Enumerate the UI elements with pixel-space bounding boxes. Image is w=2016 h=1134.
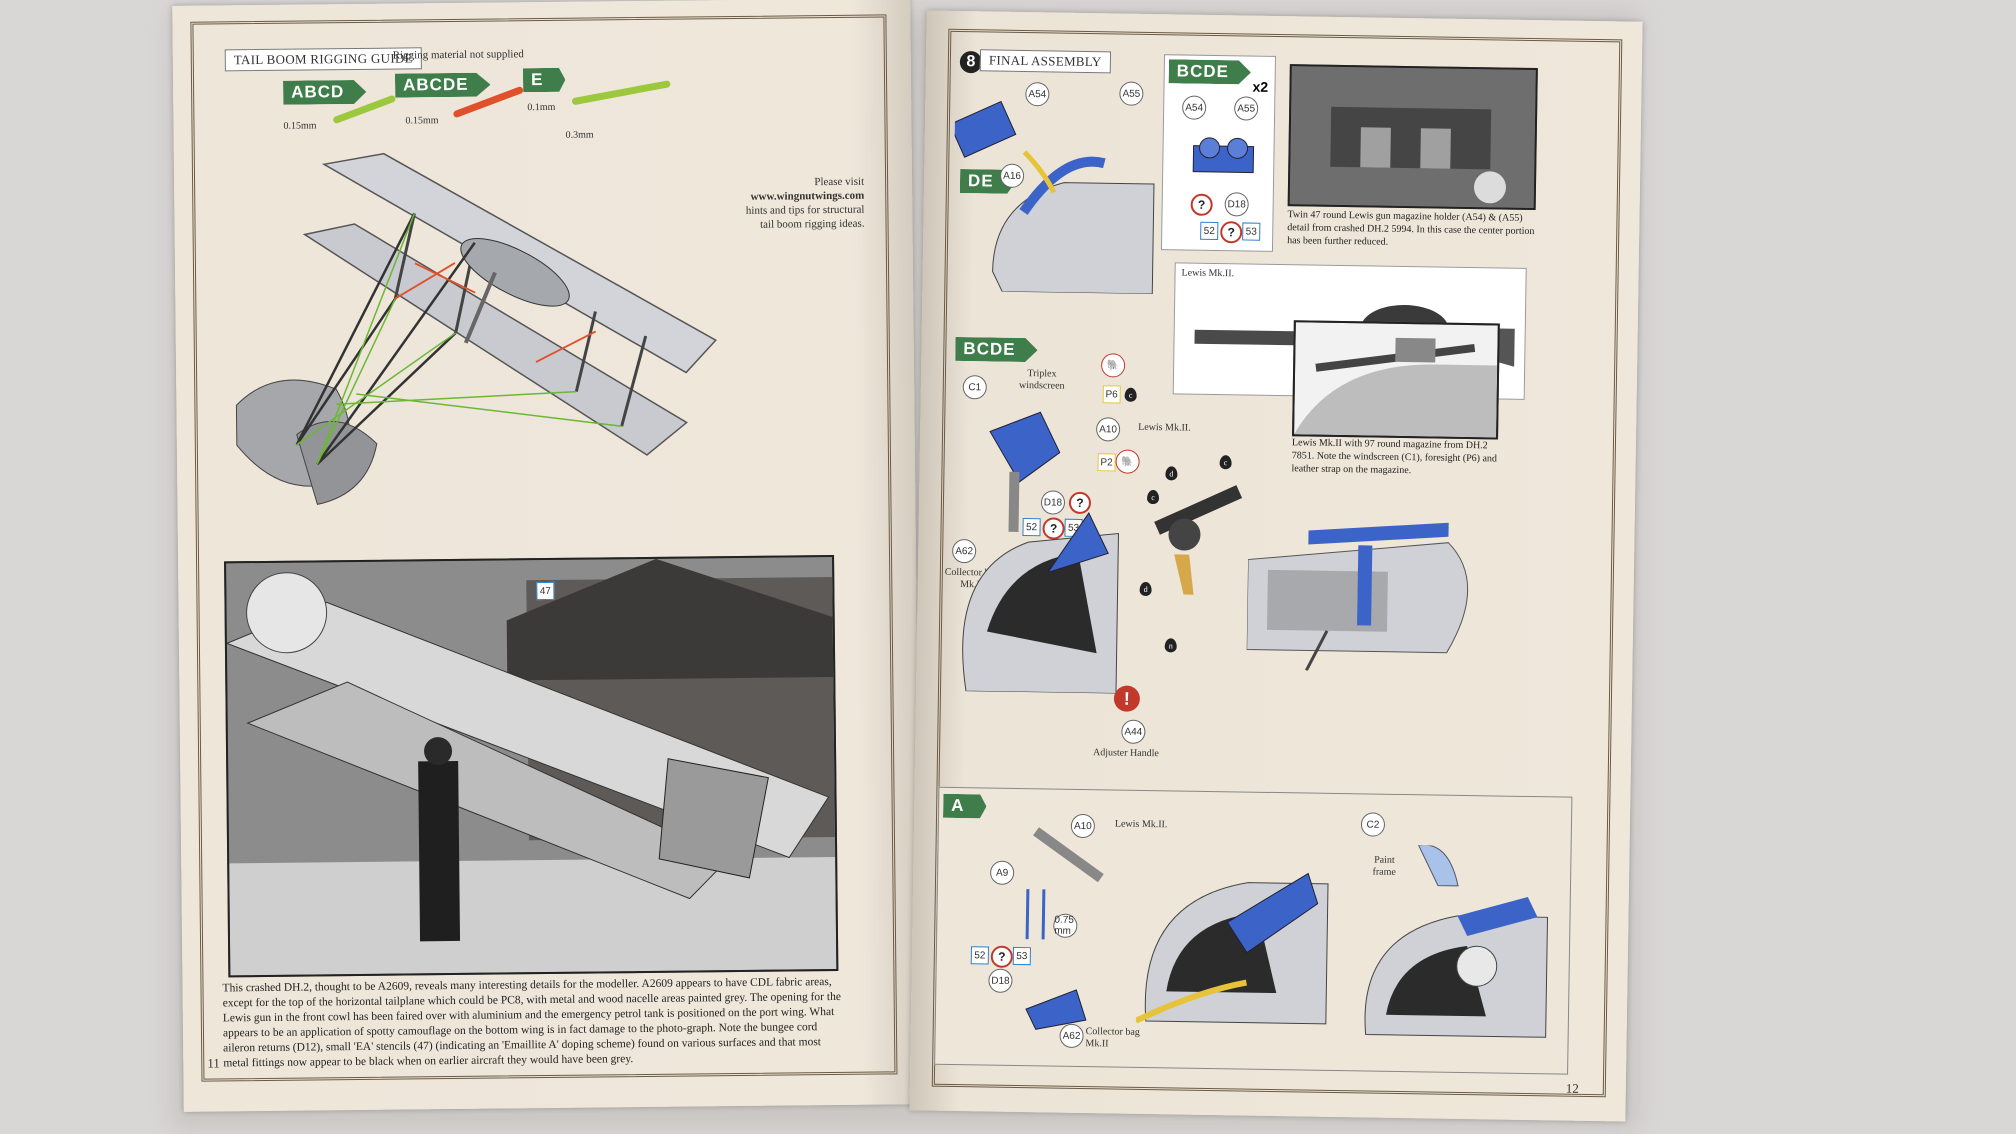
triplex-windscreen-label: Triplex windscreen	[1018, 368, 1065, 392]
magazine-holder-caption: Twin 47 round Lewis gun magazine holder …	[1287, 209, 1535, 248]
section-a-gun-illustration	[1025, 827, 1104, 1030]
paint-d-drop: d	[1165, 466, 1178, 481]
crash-photo-caption: This crashed DH.2, thought to be A2609, …	[222, 976, 841, 1070]
nacelle-front-illustration	[952, 100, 1155, 295]
decal-52-box: 52	[1200, 221, 1219, 241]
paint-c-drop-2: c	[1219, 455, 1232, 470]
paint-d-drop-2: d	[1139, 581, 1152, 597]
part-d18-box: D18	[1224, 192, 1249, 217]
question-mark-2: ?	[1220, 221, 1243, 244]
paint-c-drop-3: c	[1146, 489, 1160, 505]
lewis-windscreen-photo	[1292, 320, 1500, 440]
magazine-holder-illustration	[1192, 137, 1255, 174]
tag-e: E	[523, 68, 566, 92]
bcde-x2-box: BCDE x2 A54 A55 ? D18 52 ? 53	[1160, 54, 1277, 252]
biplane-rigging-illustration	[235, 152, 717, 505]
rigging-size-e-b: 0.3mm	[565, 129, 594, 141]
nacelle-cutaway-illustration	[1246, 522, 1469, 672]
adjuster-handle-label: Adjuster Handle	[1092, 747, 1159, 760]
section-a-cockpit-illustration	[1135, 872, 1329, 1025]
part-c2: C2	[1360, 812, 1386, 837]
paint-n-drop: n	[1164, 638, 1177, 653]
step-title: FINAL ASSEMBLY	[979, 49, 1111, 74]
page-number-right: 12	[1565, 1080, 1579, 1096]
decal-53-box: 53	[1242, 222, 1261, 241]
section-a-windscreen-illustration	[1364, 844, 1549, 1038]
lewis-photo-label: Lewis Mk.II.	[1181, 267, 1235, 280]
part-a55-box: A55	[1233, 96, 1259, 121]
decal-52-a: 52	[970, 946, 989, 965]
tag-bcde-mid: BCDE	[955, 337, 1038, 362]
lewis-label-a: Lewis Mk.II.	[1114, 818, 1168, 831]
tag-bcde-top: BCDE	[1169, 59, 1252, 84]
photo-label-47: 47	[536, 581, 555, 601]
section-a-box: A A10 Lewis Mk.II. A9 0.75 mm 52 ? 53 D1…	[934, 786, 1573, 1075]
question-mark: ?	[1190, 193, 1213, 216]
quantity-x2: x2	[1252, 78, 1269, 95]
gun-mount-assembly-illustration	[962, 411, 1119, 694]
magazine-holder-photo	[1287, 64, 1538, 211]
rigging-size-e-a: 0.1mm	[527, 101, 556, 114]
lewis-gun-breakdown-illustration	[1154, 485, 1243, 595]
rigging-guide-note: Rigging material not supplied	[392, 48, 524, 62]
tag-abcd: ABCD	[283, 80, 366, 105]
tag-abcde: ABCDE	[395, 73, 491, 98]
page-number-left: 11	[207, 1055, 220, 1071]
right-page: 8 FINAL ASSEMBLY DE A54 A55 A16 BCDE x2 …	[909, 10, 1643, 1122]
crashed-dh2-photo	[224, 554, 839, 978]
part-a54-box: A54	[1182, 95, 1207, 120]
tag-a: A	[943, 794, 987, 819]
rigging-size-abcd: 0.15mm	[283, 120, 317, 132]
lewis-windscreen-caption: Lewis Mk.II with 97 round magazine from …	[1291, 437, 1498, 477]
rigging-size-abcde: 0.15mm	[405, 115, 439, 127]
left-page: TAIL BOOM RIGGING GUIDE Rigging material…	[172, 0, 922, 1112]
